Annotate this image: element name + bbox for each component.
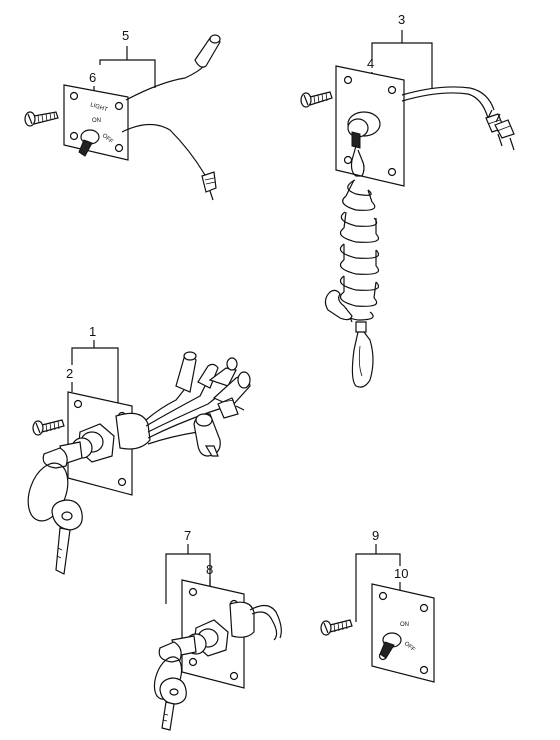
key-ring (27, 462, 69, 522)
bracket-1 (71, 347, 119, 405)
coiled-lanyard (339, 179, 380, 323)
callout-1: 1 (89, 324, 96, 339)
callout-5: 5 (122, 28, 129, 43)
bullet-connector (201, 171, 217, 193)
on-label: ON (92, 118, 101, 124)
light-switch-assembly: 5 6 LIGHT ON OFF (24, 28, 221, 201)
toggle-lever (379, 641, 395, 659)
spare-key (51, 499, 83, 531)
toggle-switch-assembly: 9 10 ON OFF (320, 528, 435, 683)
screw (320, 619, 353, 636)
stop-switch-assembly: 3 4 (300, 12, 515, 388)
key-head (42, 447, 68, 469)
on-label-b: ON (400, 622, 409, 628)
screw (24, 111, 59, 127)
callout-4: 4 (367, 56, 374, 71)
callout-10: 10 (394, 566, 408, 581)
light-label: LIGHT (89, 102, 108, 113)
callout-3: 3 (398, 12, 405, 27)
callout-9: 9 (372, 528, 379, 543)
screw (300, 91, 333, 108)
secondary-key-switch-assembly: 7 8 (153, 528, 282, 731)
bracket-5 (99, 59, 156, 88)
toggle-lever (78, 139, 93, 157)
bracket-3 (371, 42, 433, 88)
toggle-switch-plate (371, 583, 435, 683)
spare-key (159, 677, 187, 705)
lanyard-fork-clip (324, 289, 353, 321)
callout-7: 7 (184, 528, 191, 543)
screw (32, 419, 65, 436)
callout-6: 6 (89, 70, 96, 85)
bracket-7 (165, 553, 211, 604)
callout-8: 8 (206, 562, 213, 577)
switch-plate (63, 84, 129, 161)
main-key-switch-assembly: 1 2 (27, 324, 251, 575)
callout-2: 2 (66, 366, 73, 381)
bracket-9 (355, 553, 401, 622)
